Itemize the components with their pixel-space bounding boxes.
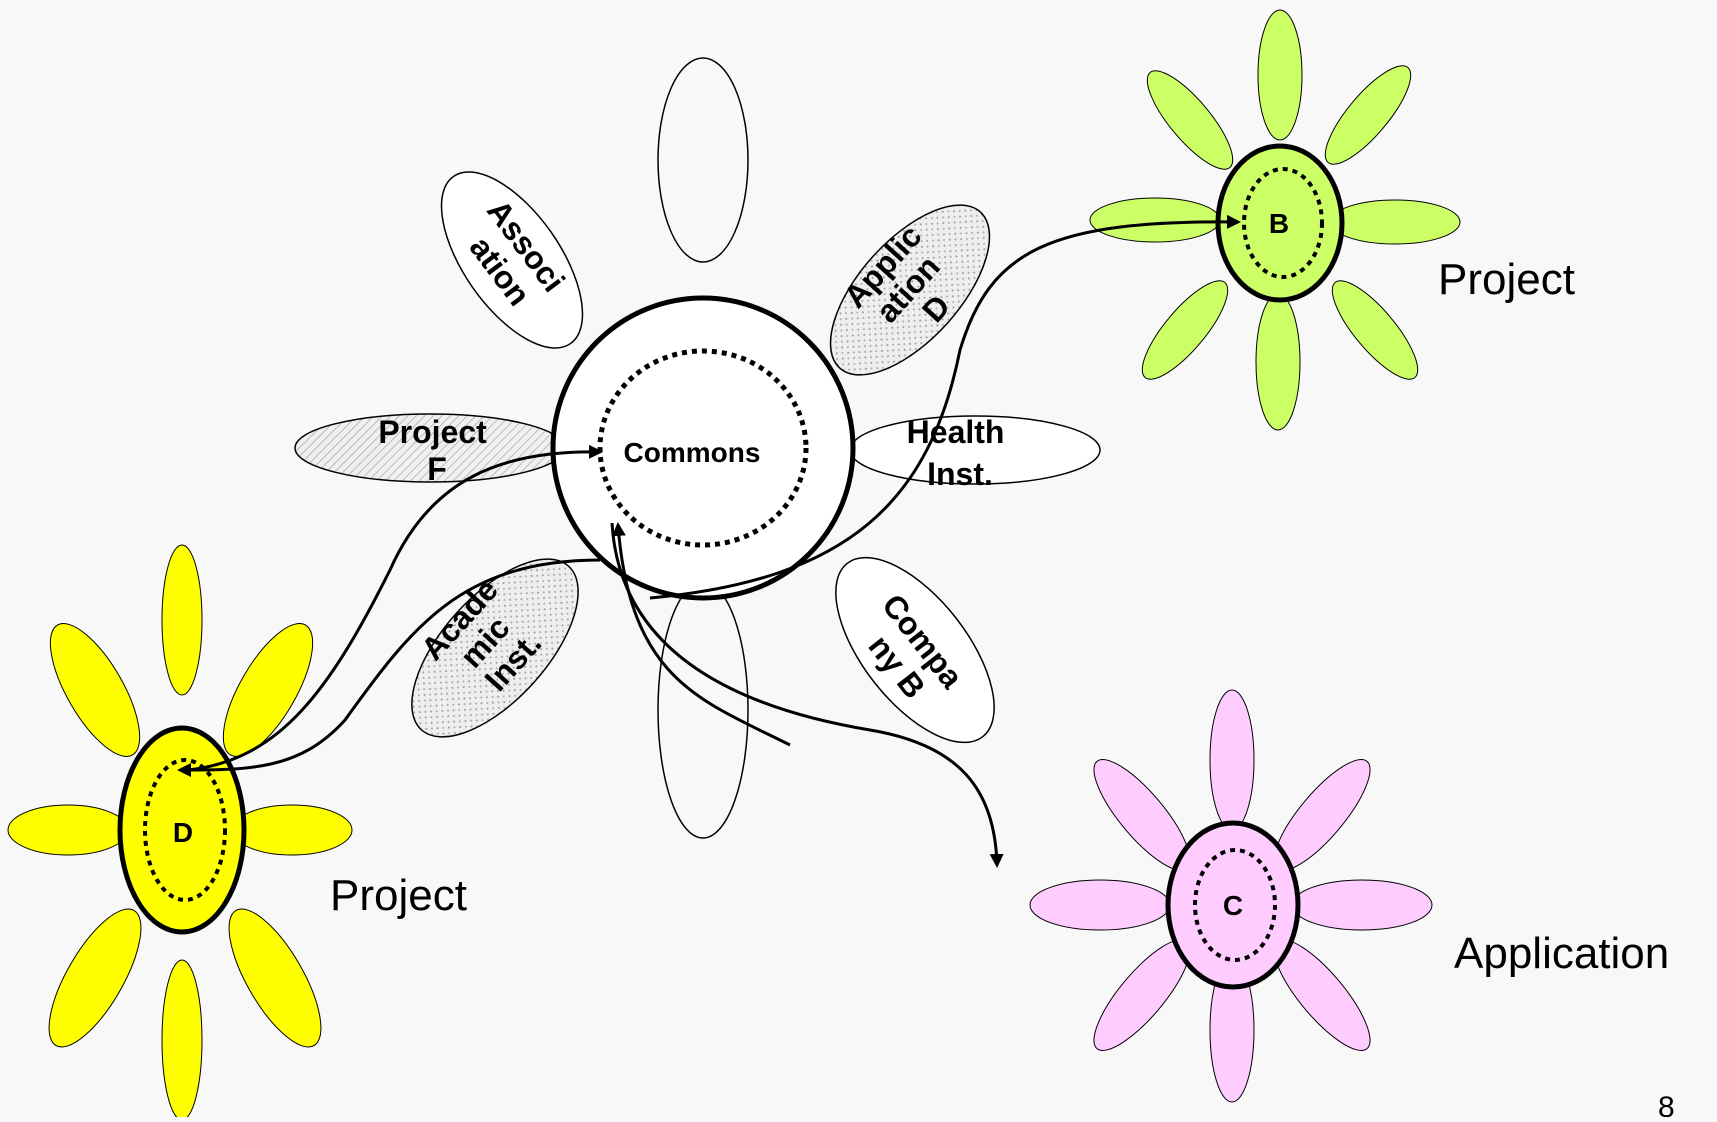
petal [162,960,202,1117]
petal [162,545,202,695]
petal [232,805,352,855]
petal-bottom [658,582,748,838]
petal-top [658,58,748,262]
petal [8,805,128,855]
petal [1210,690,1254,830]
flower-project-d: D Project [8,545,467,1117]
petal [1030,880,1170,930]
petal [1130,270,1240,391]
flower-b-caption: Project [1438,255,1575,304]
petal [1292,880,1432,930]
commons-label: Commons [624,437,761,468]
petal [33,611,156,769]
petal [206,611,329,769]
petal [1135,60,1245,181]
flower-b-label: B [1269,208,1289,239]
flower-d-caption: Project [330,871,467,920]
commons-flower: Commons Associ ation Applic ation D Heal… [295,58,1100,838]
petal [32,896,158,1059]
petal [1320,270,1430,391]
petal [1090,198,1220,242]
petal [212,896,338,1059]
petal [1330,200,1460,244]
flower-application-c: C Application [1030,690,1669,1102]
flower-c-caption: Application [1454,929,1669,978]
flower-project-b: B Project [1090,10,1575,430]
page-number: 8 [1658,1091,1675,1117]
petal [1258,10,1302,140]
petal [1256,294,1300,430]
flower-d-label: D [173,817,193,848]
flower-c-label: C [1223,890,1243,921]
petal [1313,55,1423,176]
